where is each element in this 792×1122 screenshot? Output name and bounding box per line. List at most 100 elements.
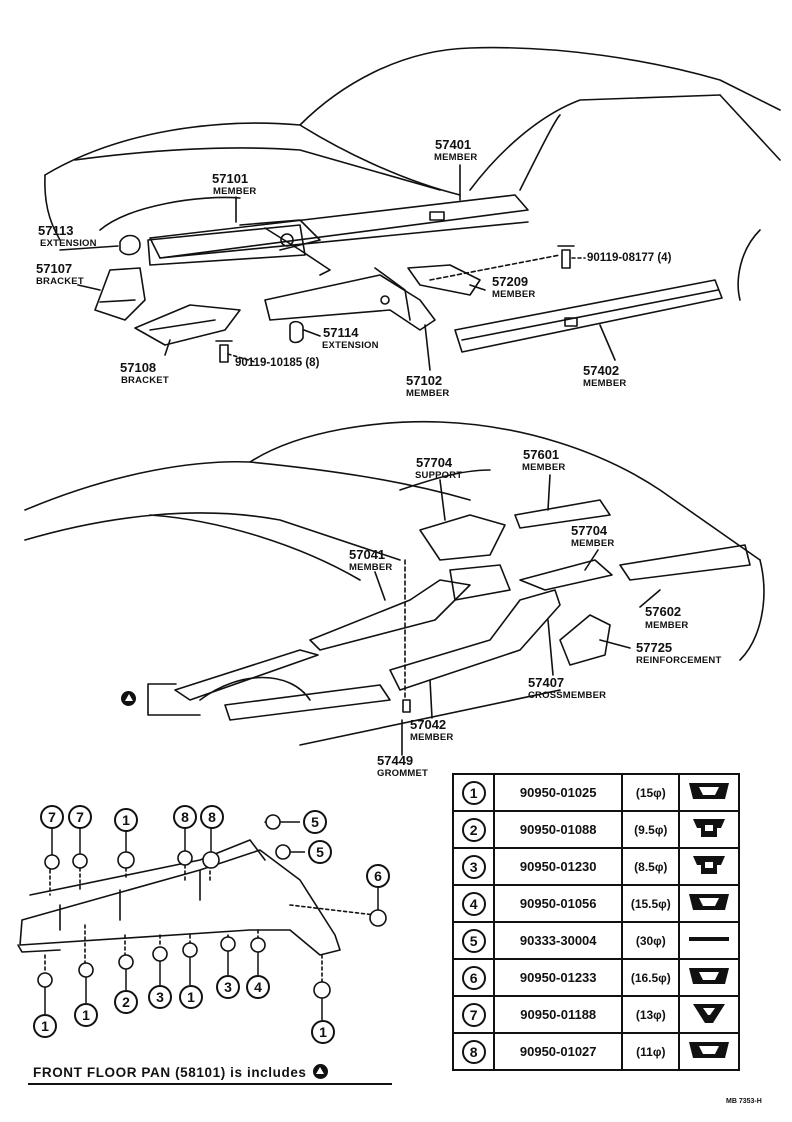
row-size: (15φ) — [621, 773, 681, 812]
row-index: 5 — [461, 928, 486, 953]
car-body-outline-top — [44, 46, 781, 301]
plug-icon — [685, 819, 733, 843]
part-number-57401: 57401 — [435, 137, 472, 152]
part-name-57114: EXTENSION — [322, 340, 379, 351]
row-size: (8.5φ) — [621, 847, 681, 886]
row-part-number: 90950-01027 — [493, 1032, 624, 1071]
table-row: 5 90333-30004(30φ) — [451, 921, 740, 960]
clip-icon — [685, 894, 733, 917]
triangle-in-circle-icon — [312, 1064, 328, 1079]
callout-plug-1b: 1 — [33, 1014, 57, 1038]
part-name-57407: CROSSMEMBER — [528, 690, 607, 701]
part-number-57114: 57114 — [323, 325, 359, 340]
part-number-57113: 57113 — [38, 223, 74, 238]
row-index-cell: 8 — [451, 1032, 496, 1071]
row-size: (9.5φ) — [621, 810, 681, 849]
row-index-cell: 2 — [451, 810, 496, 849]
part-number-57449: 57449 — [377, 753, 414, 768]
part-name-57402: MEMBER — [583, 378, 627, 389]
part-number-57107: 57107 — [36, 261, 73, 276]
callout-plug-7b: 7 — [68, 805, 92, 829]
part-name-57401: MEMBER — [434, 152, 478, 163]
part-number-57108: 57108 — [120, 360, 157, 375]
part-number-57704-member: 57704 — [571, 523, 608, 538]
row-size: (11φ) — [621, 1032, 681, 1071]
part-name-57209: MEMBER — [492, 289, 536, 300]
bolt-label-upper: 90119-08177 (4) — [587, 252, 672, 264]
part-number-57209: 57209 — [492, 274, 529, 289]
part-number-57042: 57042 — [410, 717, 447, 732]
drawing-code: MB 7353-H — [726, 1098, 762, 1105]
member-57101-shape — [147, 224, 331, 276]
row-icon-cell — [678, 958, 740, 997]
plug-icon — [685, 856, 733, 880]
row-index: 4 — [461, 891, 486, 916]
member-57209-shape — [407, 264, 481, 296]
part-name-57704-member: MEMBER — [571, 538, 615, 549]
part-name-57041: MEMBER — [349, 562, 393, 573]
part-number-57402: 57402 — [583, 363, 620, 378]
floor-frame-shapes — [174, 499, 751, 721]
part-name-57725: REINFORCEMENT — [636, 655, 722, 666]
bracket-57108-shape — [134, 304, 241, 346]
row-part-number: 90950-01230 — [493, 847, 624, 886]
part-name-57108: BRACKET — [121, 375, 169, 386]
row-index-cell: 5 — [451, 921, 496, 960]
callout-plug-2: 2 — [114, 990, 138, 1014]
part-name-57101: MEMBER — [213, 186, 257, 197]
row-index: 3 — [461, 854, 486, 879]
bolt-lower-shape — [215, 340, 233, 363]
part-name-57601: MEMBER — [522, 462, 566, 473]
row-icon-cell — [678, 1032, 740, 1071]
callout-plug-7a: 7 — [40, 805, 64, 829]
callout-plug-1c: 1 — [74, 1003, 98, 1027]
row-index: 7 — [461, 1002, 486, 1027]
car-body-outline-middle — [24, 420, 765, 746]
row-index: 1 — [461, 780, 486, 805]
part-number-57725: 57725 — [636, 640, 673, 655]
row-index: 6 — [461, 965, 486, 990]
callout-plug-1d: 1 — [179, 985, 203, 1009]
row-size: (30φ) — [621, 921, 681, 960]
part-number-57704-support: 57704 — [416, 455, 453, 470]
row-size: (15.5φ) — [621, 884, 681, 923]
part-name-57107: BRACKET — [36, 276, 84, 287]
clip-icon — [685, 783, 733, 806]
bracket-57107-shape — [94, 267, 146, 321]
part-number-57602: 57602 — [645, 604, 682, 619]
row-icon-cell — [678, 847, 740, 886]
plug-leader-lines — [44, 821, 379, 1020]
row-index-cell: 7 — [451, 995, 496, 1034]
callout-plug-4: 4 — [246, 975, 270, 999]
part-name-57042: MEMBER — [410, 732, 454, 743]
row-index-cell: 4 — [451, 884, 496, 923]
part-name-57449: GROMMET — [377, 768, 429, 779]
row-icon-cell — [678, 773, 740, 812]
triangle-in-circle-icon — [121, 691, 136, 706]
part-name-57113: EXTENSION — [40, 238, 97, 249]
table-row: 4 90950-01056(15.5φ) — [451, 884, 740, 923]
bolt-label-lower: 90119-10185 (8) — [235, 357, 320, 369]
member-57401-shape — [149, 194, 529, 259]
group-bracket — [147, 683, 201, 716]
row-part-number: 90950-01056 — [493, 884, 624, 923]
callout-plug-5a: 5 — [303, 810, 327, 834]
row-size: (13φ) — [621, 995, 681, 1034]
row-icon-cell — [678, 810, 740, 849]
row-index: 8 — [461, 1039, 486, 1064]
row-part-number: 90333-30004 — [493, 921, 624, 960]
clip-icon — [685, 968, 733, 991]
table-row: 8 90950-01027(11φ) — [451, 1032, 740, 1071]
part-number-57601: 57601 — [523, 447, 560, 462]
member-57102-shape — [264, 267, 436, 331]
footer-text: FRONT FLOOR PAN (58101) is includes — [33, 1065, 307, 1080]
row-icon-cell — [678, 995, 740, 1034]
cone-plug-icon — [685, 1004, 733, 1028]
bolt-upper-shape — [557, 245, 575, 269]
row-size: (16.5φ) — [621, 958, 681, 997]
extension-57114-shape — [289, 320, 304, 344]
